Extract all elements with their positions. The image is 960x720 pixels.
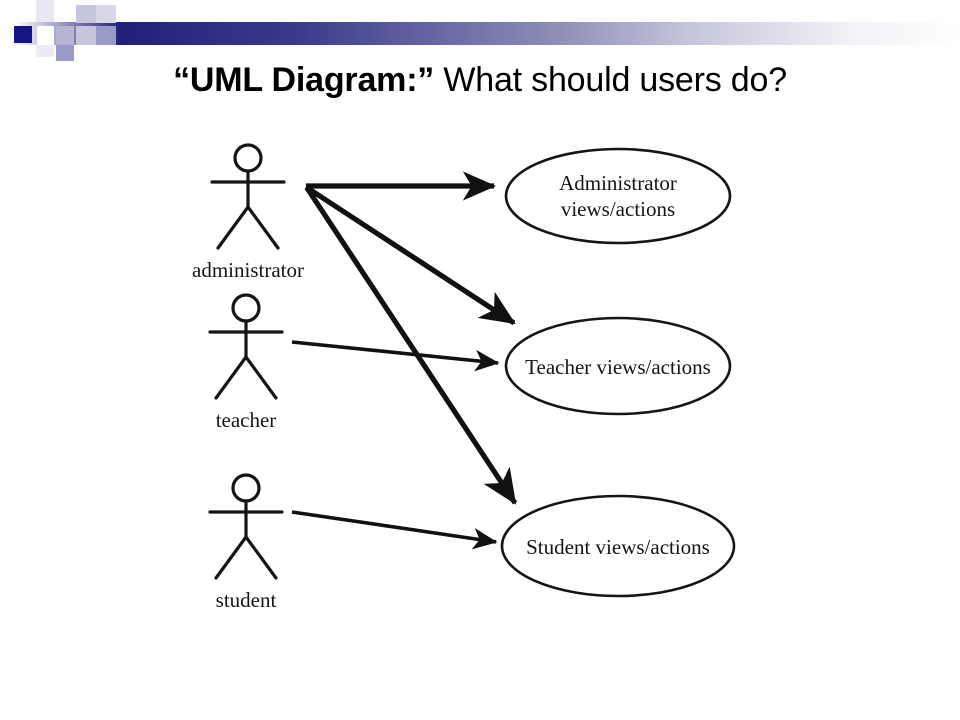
actor-label-administrator: administrator <box>192 258 304 282</box>
header-square-8 <box>76 26 96 45</box>
uml-use-case-diagram: administrator teacher student Administra… <box>0 120 960 650</box>
use-case-teacher[interactable]: Teacher views/actions <box>504 316 732 416</box>
use-case-label: Teacher views/actions <box>525 355 711 379</box>
page-title-rest: What should users do? <box>434 61 787 99</box>
use-case-administrator[interactable]: Administrator views/actions <box>504 147 732 245</box>
actor-legs-icon <box>216 205 280 250</box>
actor-administrator[interactable]: administrator <box>192 143 304 282</box>
header-square-9 <box>96 26 116 45</box>
decorative-header-band <box>0 0 960 61</box>
header-square-0 <box>14 26 32 43</box>
use-case-ellipse <box>500 494 736 598</box>
actor-label-student: student <box>216 588 277 612</box>
actor-teacher[interactable]: teacher <box>208 293 284 432</box>
header-square-2 <box>56 0 74 22</box>
page-title-emphasis: “UML Diagram:” <box>173 61 435 99</box>
header-square-3 <box>36 45 54 57</box>
use-case-ellipse <box>504 316 732 416</box>
use-case-label-line1: Administrator <box>559 171 677 195</box>
use-case-label-line2: views/actions <box>561 197 675 221</box>
actor-head-icon <box>231 473 261 503</box>
header-square-1 <box>36 0 54 22</box>
association-admin-to-teacher-uc[interactable] <box>304 184 516 326</box>
header-square-7 <box>76 5 96 23</box>
header-square-10 <box>96 5 116 23</box>
association-student-to-student-uc[interactable] <box>291 510 498 550</box>
use-case-student[interactable]: Student views/actions <box>500 494 736 598</box>
association-admin-to-student-uc[interactable] <box>304 186 518 505</box>
use-case-ellipse <box>504 147 732 245</box>
actor-student[interactable]: student <box>208 473 284 612</box>
header-gradient-bar <box>0 22 960 45</box>
actor-legs-icon <box>214 535 278 580</box>
header-square-6 <box>56 26 74 45</box>
use-case-label: Student views/actions <box>526 535 710 559</box>
header-square-5 <box>37 26 54 45</box>
actor-head-icon <box>233 143 263 173</box>
actor-head-icon <box>231 293 261 323</box>
page-title: “UML Diagram:” What should users do? <box>0 58 960 102</box>
actor-label-teacher: teacher <box>216 408 277 432</box>
actor-legs-icon <box>214 355 278 400</box>
header-square-4 <box>56 45 74 61</box>
association-teacher-to-teacher-uc[interactable] <box>291 340 500 372</box>
